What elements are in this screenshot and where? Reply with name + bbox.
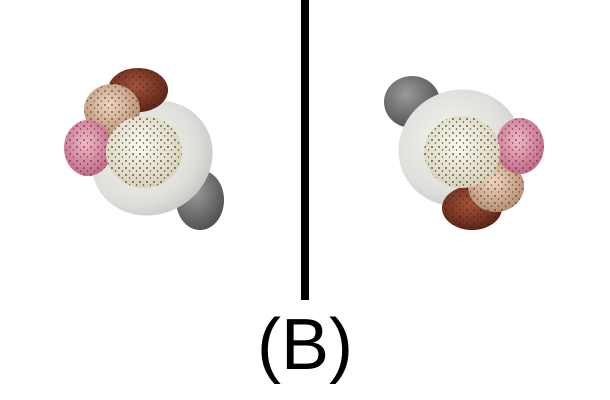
figure-caption: (B) [257,305,353,385]
left-scoop-pink [64,120,112,176]
left-ice-cream-image [64,68,224,230]
right-scoop-vanilla [424,116,500,188]
vertical-divider-line [301,0,309,300]
left-scoop-vanilla [106,116,182,188]
right-scoop-pink [496,118,544,174]
right-ice-cream-rendering [360,40,580,270]
right-ice-cream-image [384,76,544,230]
left-ice-cream-rendering [40,40,260,270]
